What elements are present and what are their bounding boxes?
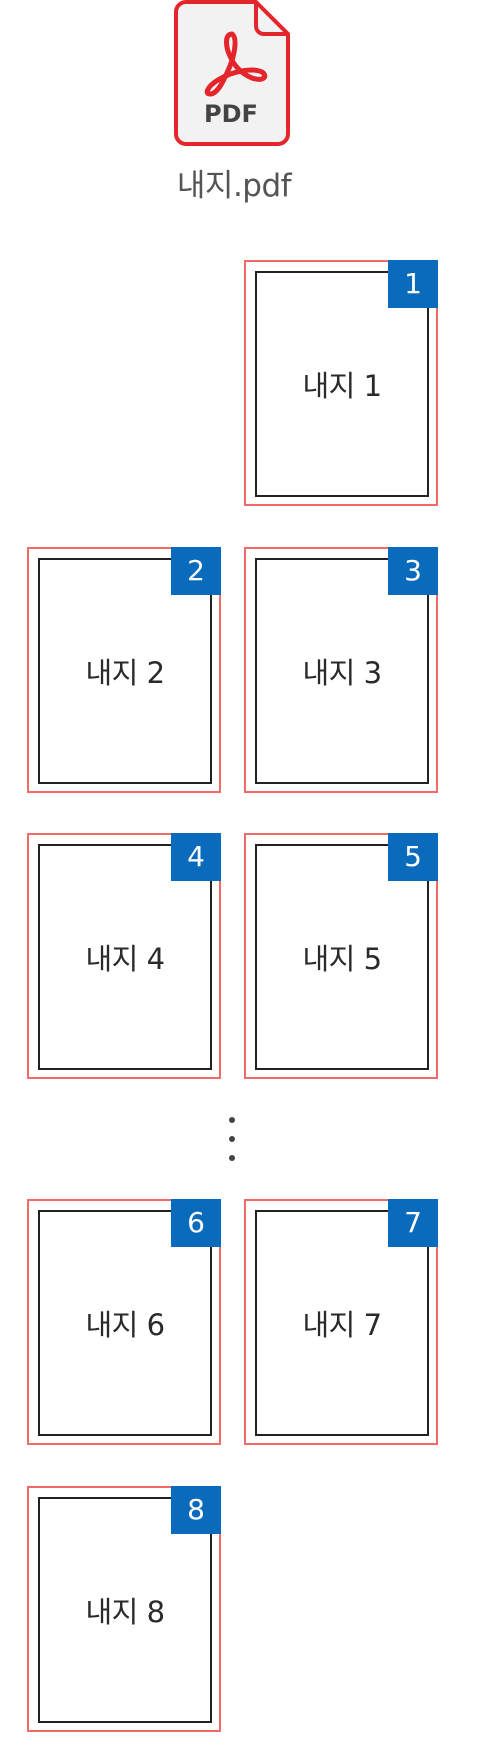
page-label: 내지 7 <box>302 1308 382 1342</box>
page-thumbnail-4[interactable]: 내지 4 4 <box>27 833 221 1079</box>
page-number-badge: 6 <box>171 1199 221 1247</box>
page-number-badge: 7 <box>388 1199 438 1247</box>
more-pages-ellipsis-icon <box>225 1117 239 1161</box>
page-sheet: 내지 8 <box>38 1497 212 1723</box>
page-sheet: 내지 4 <box>38 844 212 1070</box>
page-thumbnail-7[interactable]: 내지 7 7 <box>244 1199 438 1445</box>
page-label: 내지 2 <box>85 656 165 690</box>
pdf-file-icon: PDF <box>172 0 290 146</box>
page-label: 내지 1 <box>302 369 382 403</box>
pdf-icon-label: PDF <box>204 100 258 128</box>
page-label: 내지 4 <box>85 942 165 976</box>
page-sheet: 내지 1 <box>255 271 429 497</box>
page-label: 내지 3 <box>302 656 382 690</box>
page-number-badge: 4 <box>171 833 221 881</box>
page-number-badge: 2 <box>171 547 221 595</box>
page-thumbnail-5[interactable]: 내지 5 5 <box>244 833 438 1079</box>
file-name: 내지.pdf <box>176 168 292 204</box>
page-sheet: 내지 2 <box>38 558 212 784</box>
page-number-badge: 5 <box>388 833 438 881</box>
page-number-badge: 3 <box>388 547 438 595</box>
page-thumbnail-6[interactable]: 내지 6 6 <box>27 1199 221 1445</box>
page-number-badge: 8 <box>171 1486 221 1534</box>
page-sheet: 내지 5 <box>255 844 429 1070</box>
page-label: 내지 5 <box>302 942 382 976</box>
page-thumbnail-3[interactable]: 내지 3 3 <box>244 547 438 793</box>
page-thumbnail-1[interactable]: 내지 1 1 <box>244 260 438 506</box>
page-thumbnail-8[interactable]: 내지 8 8 <box>27 1486 221 1732</box>
page-label: 내지 6 <box>85 1308 165 1342</box>
page-number-badge: 1 <box>388 260 438 308</box>
page-sheet: 내지 6 <box>38 1210 212 1436</box>
page-thumbnail-2[interactable]: 내지 2 2 <box>27 547 221 793</box>
page-sheet: 내지 3 <box>255 558 429 784</box>
page-sheet: 내지 7 <box>255 1210 429 1436</box>
page-label: 내지 8 <box>85 1595 165 1629</box>
